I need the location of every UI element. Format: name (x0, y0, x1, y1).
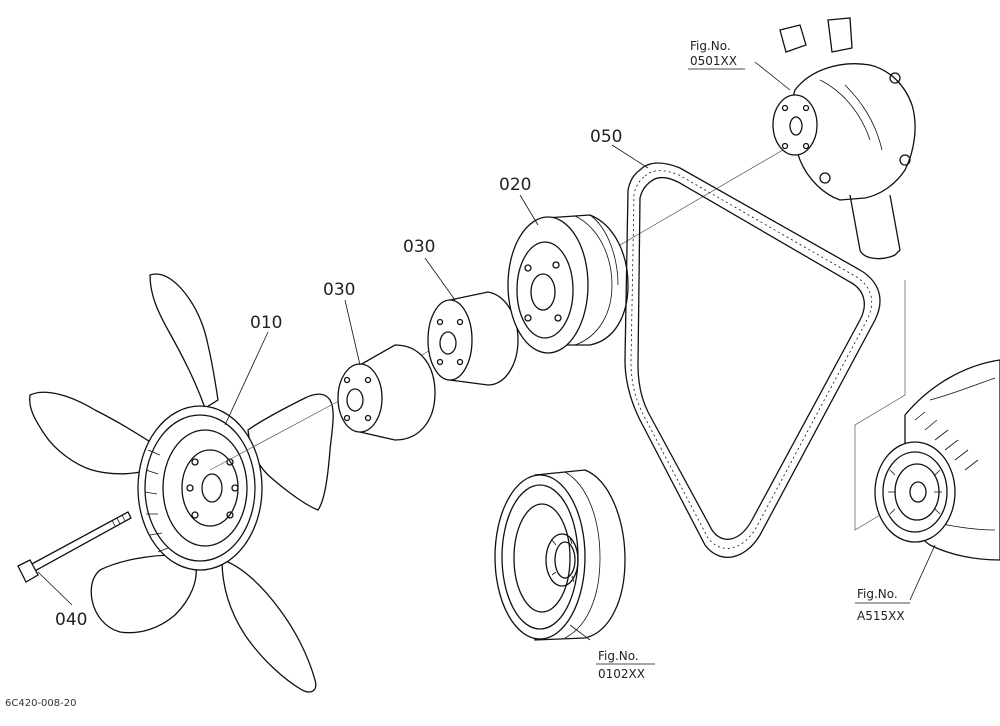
part-number-spacer-near: 030 (323, 280, 355, 300)
part-number-pulley: 020 (499, 175, 531, 195)
leader-0501 (754, 61, 791, 91)
fan-center-hole (201, 473, 223, 503)
leader-020 (519, 194, 539, 226)
leader-030b (424, 257, 456, 301)
ref-crank-pulley-line2[interactable]: 0102XX (598, 667, 645, 681)
spacer-near (337, 344, 436, 441)
v-belt (624, 162, 881, 558)
fan-assembly (29, 273, 334, 693)
water-pump (772, 17, 916, 260)
fan-blade-bottom-left (90, 554, 197, 634)
leader-030a (344, 299, 361, 366)
leader-a515 (909, 544, 936, 601)
leader-040 (37, 571, 73, 606)
drawing-id: 6C420-008-20 (5, 698, 76, 709)
fan-blade-bottom (221, 559, 317, 693)
fan-blade-top (149, 273, 219, 409)
ref-crank-pulley-line1[interactable]: Fig.No. (598, 649, 639, 663)
part-number-spacer-far: 030 (403, 237, 435, 257)
fan-blade-right (247, 393, 334, 511)
ref-alternator-line2[interactable]: A515XX (857, 609, 905, 623)
ref-water-pump-line1[interactable]: Fig.No. (690, 39, 731, 53)
fan-blade-left (29, 391, 156, 475)
fan-bolt (17, 511, 132, 583)
crankshaft-pulley (494, 469, 626, 641)
ref-alternator-line1[interactable]: Fig.No. (857, 587, 898, 601)
leader-0102 (569, 624, 591, 641)
part-number-bolt: 040 (55, 610, 87, 630)
fan-pulley (507, 214, 629, 354)
leader-050 (611, 144, 649, 169)
part-number-belt: 050 (590, 127, 622, 147)
spacer-far (427, 291, 519, 386)
alternator (854, 280, 1000, 561)
ref-water-pump-line2[interactable]: 0501XX (690, 54, 737, 68)
part-number-fan: 010 (250, 313, 282, 333)
leader-010 (224, 331, 269, 426)
fan-hub-face (181, 449, 239, 527)
